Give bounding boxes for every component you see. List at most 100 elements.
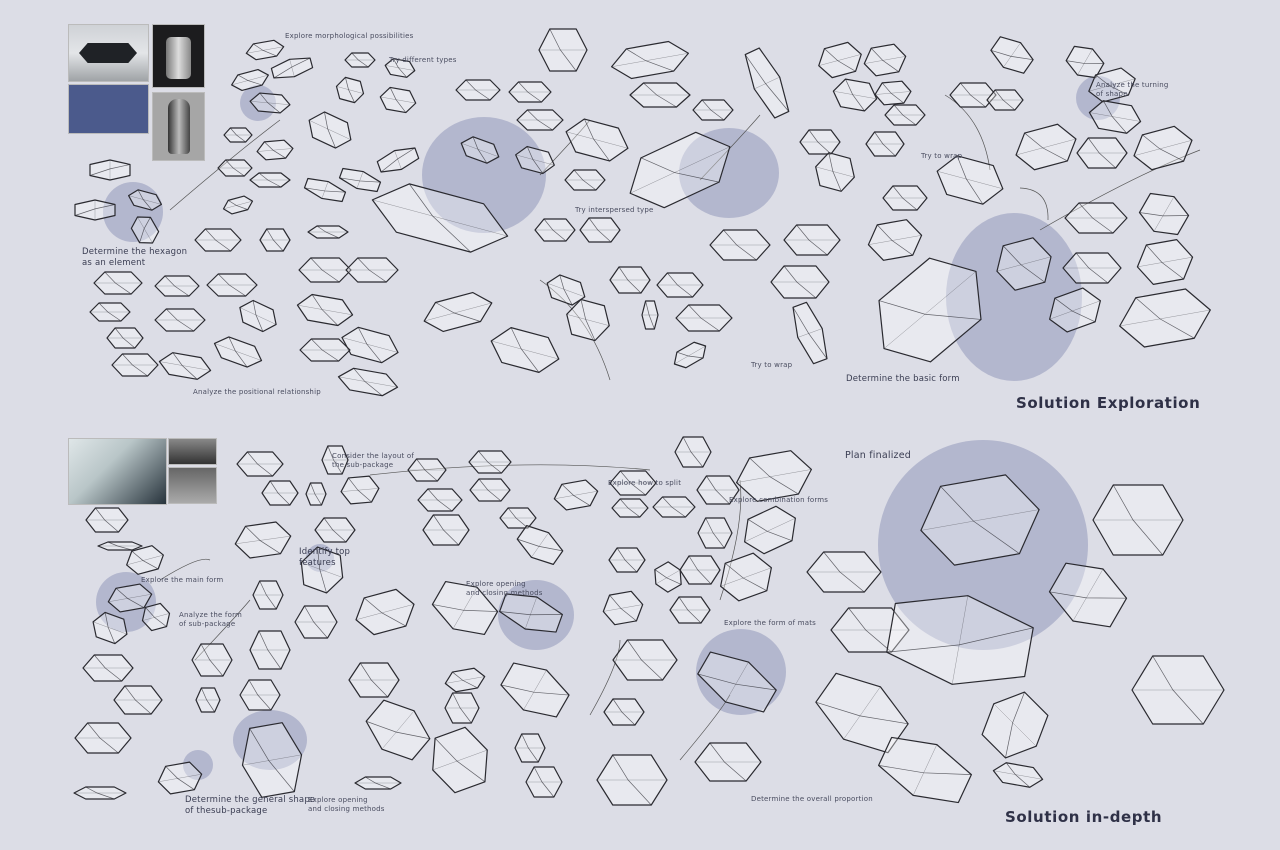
product-sketch <box>516 109 564 131</box>
product-sketch <box>882 185 928 211</box>
label-top-2: features <box>299 558 336 568</box>
product-sketch <box>744 505 796 555</box>
product-sketch <box>444 667 486 693</box>
product-sketch <box>534 218 576 242</box>
product-sketch <box>863 43 907 77</box>
product-sketch <box>249 172 291 188</box>
construction-line <box>336 86 364 94</box>
construction-line <box>1003 42 1021 68</box>
product-sketch <box>656 272 704 298</box>
product-sketch <box>654 561 682 593</box>
product-sketch <box>806 551 882 593</box>
product-sketch <box>499 507 537 529</box>
product-sketch <box>546 274 586 306</box>
product-sketch <box>992 762 1044 788</box>
label-general-2: of thesub-package <box>185 806 268 816</box>
product-sketch <box>679 555 721 585</box>
product-sketch <box>206 273 258 297</box>
product-sketch <box>1065 45 1105 79</box>
label-interspersed: Try interspersed type <box>575 206 654 214</box>
construction-line <box>321 181 329 199</box>
product-sketch <box>195 687 221 713</box>
label-opening-a-1: Explore opening <box>466 580 526 588</box>
product-sketch <box>579 217 621 243</box>
product-sketch <box>1138 192 1190 236</box>
product-sketch <box>799 129 841 155</box>
product-sketch <box>792 301 828 365</box>
construction-line <box>655 569 681 585</box>
product-sketch <box>516 525 564 565</box>
product-sketch <box>878 736 972 804</box>
construction-line <box>432 749 488 771</box>
construction-line <box>159 361 211 371</box>
product-sketch <box>298 257 352 283</box>
product-sketch <box>1048 562 1128 628</box>
product-sketch <box>832 78 878 112</box>
product-sketch <box>867 219 923 261</box>
product-sketch <box>89 159 131 181</box>
product-sketch <box>270 57 314 79</box>
reference-photo-blue <box>68 84 149 134</box>
product-sketch <box>1119 288 1211 348</box>
product-sketch <box>538 28 588 72</box>
label-morph: Explore morphological possibilities <box>285 32 414 40</box>
product-sketch <box>106 327 144 349</box>
product-sketch <box>239 679 281 711</box>
construction-line <box>341 337 399 353</box>
highlight-circle <box>103 182 163 242</box>
product-sketch <box>981 691 1049 759</box>
construction-line <box>93 621 127 635</box>
label-top-1: Identify top <box>299 547 351 557</box>
construction-line <box>108 593 152 603</box>
product-sketch <box>603 698 645 726</box>
construction-line <box>736 469 812 483</box>
construction-line <box>720 567 772 587</box>
product-sketch <box>697 517 733 549</box>
product-sketch <box>609 470 657 496</box>
product-sketch <box>608 547 646 573</box>
construction-line <box>611 53 689 67</box>
product-sketch <box>107 583 153 613</box>
flow-arrow <box>699 114 761 181</box>
construction-line <box>515 154 555 166</box>
product-sketch <box>307 225 349 239</box>
construction-line <box>338 376 398 388</box>
product-sketch <box>1088 100 1142 134</box>
highlight-circle <box>233 710 307 770</box>
construction-line <box>239 307 277 325</box>
label-basic-form: Determine the basic form <box>846 374 960 384</box>
construction-line <box>223 200 253 210</box>
flow-arrow <box>679 694 731 761</box>
construction-line <box>158 773 202 783</box>
construction-line <box>554 490 598 500</box>
construction-line <box>937 171 1003 189</box>
product-sketch <box>460 136 500 164</box>
product-sketch <box>345 257 399 283</box>
product-sketch <box>93 271 143 295</box>
product-sketch <box>348 662 400 698</box>
product-sketch <box>878 257 982 363</box>
product-sketch <box>223 127 253 143</box>
product-sketch <box>92 611 128 645</box>
product-sketch <box>641 300 659 330</box>
product-sketch <box>234 521 292 559</box>
construction-line <box>630 146 730 194</box>
construction-line <box>883 271 977 349</box>
product-sketch <box>249 630 291 670</box>
construction-line <box>547 282 585 298</box>
product-sketch <box>384 58 416 78</box>
product-sketch <box>499 593 563 633</box>
flow-arrow <box>1019 187 1049 221</box>
construction-line <box>380 96 416 104</box>
product-sketch <box>338 167 382 193</box>
construction-line <box>815 166 855 178</box>
flow-arrow <box>719 479 742 601</box>
construction-line <box>246 46 284 54</box>
product-sketch <box>566 298 610 342</box>
product-sketch <box>874 80 912 106</box>
construction-line <box>128 195 162 205</box>
construction-line <box>142 613 170 621</box>
label-hexagon-2: as an element <box>82 258 146 268</box>
product-sketch <box>1064 202 1128 234</box>
